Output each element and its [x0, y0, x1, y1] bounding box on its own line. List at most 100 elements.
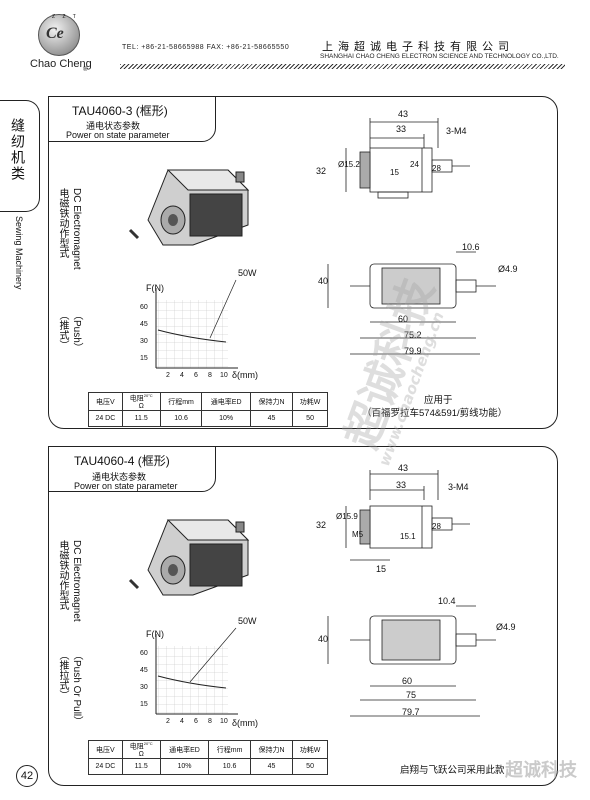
graph-y-tick: 60 — [140, 650, 148, 657]
graph-x-tick: 8 — [208, 718, 212, 725]
spec-cell: 10% — [159, 758, 210, 776]
product-title-box-1 — [48, 96, 216, 142]
dimension-15: 15 — [390, 168, 399, 177]
spec-header: 行程mm — [159, 391, 203, 412]
dimension-24: 24 — [410, 160, 419, 169]
graph-x-tick: 6 — [194, 372, 198, 379]
spec-header: 行程mm — [208, 739, 251, 760]
dimension-32: 32 — [316, 520, 327, 530]
dimension-43: 43 — [398, 463, 409, 473]
mode-label-cn-2: （推拉式） — [57, 650, 68, 700]
status-label-cn-1: 通电状态参数 — [86, 121, 141, 131]
graph-y-label-1: F(N) — [146, 283, 164, 293]
graph-curve-label-2: 50W — [238, 616, 257, 626]
application-note-2: 启翔与飞跃公司采用此款 — [400, 765, 505, 776]
status-label-cn-2: 通电状态参数 — [92, 472, 147, 482]
mode-label-cn-1: （推式） — [57, 310, 68, 350]
spec-header: 保持力N — [249, 391, 294, 412]
graph-x-tick: 10 — [220, 718, 228, 725]
graph-y-tick: 30 — [140, 338, 148, 345]
graph-y-label-2: F(N) — [146, 629, 164, 639]
dimension-28: 28 — [432, 164, 441, 173]
header-divider — [120, 64, 565, 69]
graph-y-tick: 45 — [140, 667, 148, 674]
company-name-cn: 上海超诚电子科技有限公司 — [322, 41, 514, 53]
dimension-32: 32 — [316, 166, 327, 176]
force-stroke-graph-2 — [155, 627, 238, 715]
dimension-79-7: 79.7 — [402, 707, 420, 717]
status-label-en-2: Power on state parameter — [74, 481, 178, 491]
spec-header: 电压V — [88, 739, 123, 760]
dimension-79-9: 79.9 — [404, 346, 422, 356]
dimension-40: 40 — [318, 634, 329, 644]
dimension-28: 28 — [432, 522, 441, 531]
dimension-m5: M5 — [352, 530, 364, 539]
dimension-diameter: Ø15.2 — [338, 160, 360, 169]
contact-info: TEL: +86-21-58665988 FAX: +86-21-5866555… — [122, 44, 290, 51]
product-panel-1 — [48, 96, 558, 429]
product-title-box-2 — [48, 446, 216, 492]
mode-label-en-2: （Push Or Pull） — [71, 650, 82, 727]
force-stroke-graph-1 — [155, 279, 238, 369]
product-image-1 — [128, 169, 250, 246]
spec-cell: 10.6 — [208, 758, 251, 776]
spec-header: 功耗W — [292, 391, 328, 412]
spec-header: 保持力N — [249, 739, 294, 760]
application-note-1: （百福罗拉车574&591/剪线功能） — [362, 408, 508, 419]
spec-cell: 45 — [249, 410, 294, 428]
graph-x-tick: 6 — [194, 718, 198, 725]
graph-y-tick: 45 — [140, 321, 148, 328]
page-number: 42 — [16, 765, 38, 787]
dimension-43: 43 — [398, 109, 409, 119]
spec-cell: 45 — [249, 758, 294, 776]
type-label-cn-1: 电磁铁动作型式 — [57, 188, 68, 258]
graph-x-tick: 4 — [180, 718, 184, 725]
company-logo — [38, 14, 80, 56]
spec-cell: 11.5 — [121, 410, 161, 428]
technical-drawing-1 — [327, 118, 496, 355]
graph-x-label-2: δ(mm) — [232, 718, 258, 728]
registered-mark: ® — [83, 67, 88, 73]
spec-header: 通电率ED — [201, 391, 251, 412]
category-tab-label-cn: 缝纫机类 — [10, 118, 26, 182]
spec-cell: 10% — [201, 410, 251, 428]
dimension-60: 60 — [402, 676, 413, 686]
spec-cell: 10.6 — [159, 410, 203, 428]
company-name-en: SHANGHAI CHAO CHENG ELECTRON SCIENCE AND… — [320, 53, 559, 60]
product-model-2: TAU4060-4 (框形) — [74, 454, 170, 468]
product-model-1: TAU4060-3 (框形) — [72, 104, 168, 118]
dimension-pin-diameter: Ø4.9 — [498, 264, 518, 274]
graph-x-tick: 4 — [180, 372, 184, 379]
dimension-75-2: 75.2 — [404, 330, 422, 340]
footer-watermark: 超诚科技 — [505, 760, 577, 781]
technical-drawing-2 — [327, 470, 496, 717]
dimension-60: 60 — [398, 314, 409, 324]
dimension-33: 33 — [396, 124, 407, 134]
status-label-en-1: Power on state parameter — [66, 130, 170, 140]
product-image-2 — [128, 519, 250, 596]
logo-ring-text: Z Z T — [52, 14, 79, 20]
spec-cell: 24 DC — [88, 410, 123, 428]
dimension-10-4: 10.4 — [438, 596, 456, 606]
spec-header: 电压V — [88, 391, 123, 412]
dimension-diameter: Ø15.9 — [336, 512, 358, 521]
product-panel-2 — [48, 446, 558, 786]
dimension-pin-diameter: Ø4.9 — [496, 622, 516, 632]
type-label-en-2: DC Electromagnet — [71, 540, 82, 622]
dimension-75: 75 — [406, 690, 417, 700]
dimension-15: 15 — [376, 564, 387, 574]
graph-curve-label-1: 50W — [238, 268, 257, 278]
logo-name: Chao Cheng — [30, 58, 92, 70]
application-label: 应用于 — [424, 395, 453, 406]
graph-x-tick: 8 — [208, 372, 212, 379]
thread-spec: 3-M4 — [448, 482, 469, 492]
graph-y-tick: 15 — [140, 355, 148, 362]
graph-y-tick: 60 — [140, 304, 148, 311]
graph-y-tick: 15 — [140, 701, 148, 708]
spec-header: 功耗W — [292, 739, 328, 760]
thread-spec: 3-M4 — [446, 126, 467, 136]
graph-x-label-1: δ(mm) — [232, 370, 258, 380]
